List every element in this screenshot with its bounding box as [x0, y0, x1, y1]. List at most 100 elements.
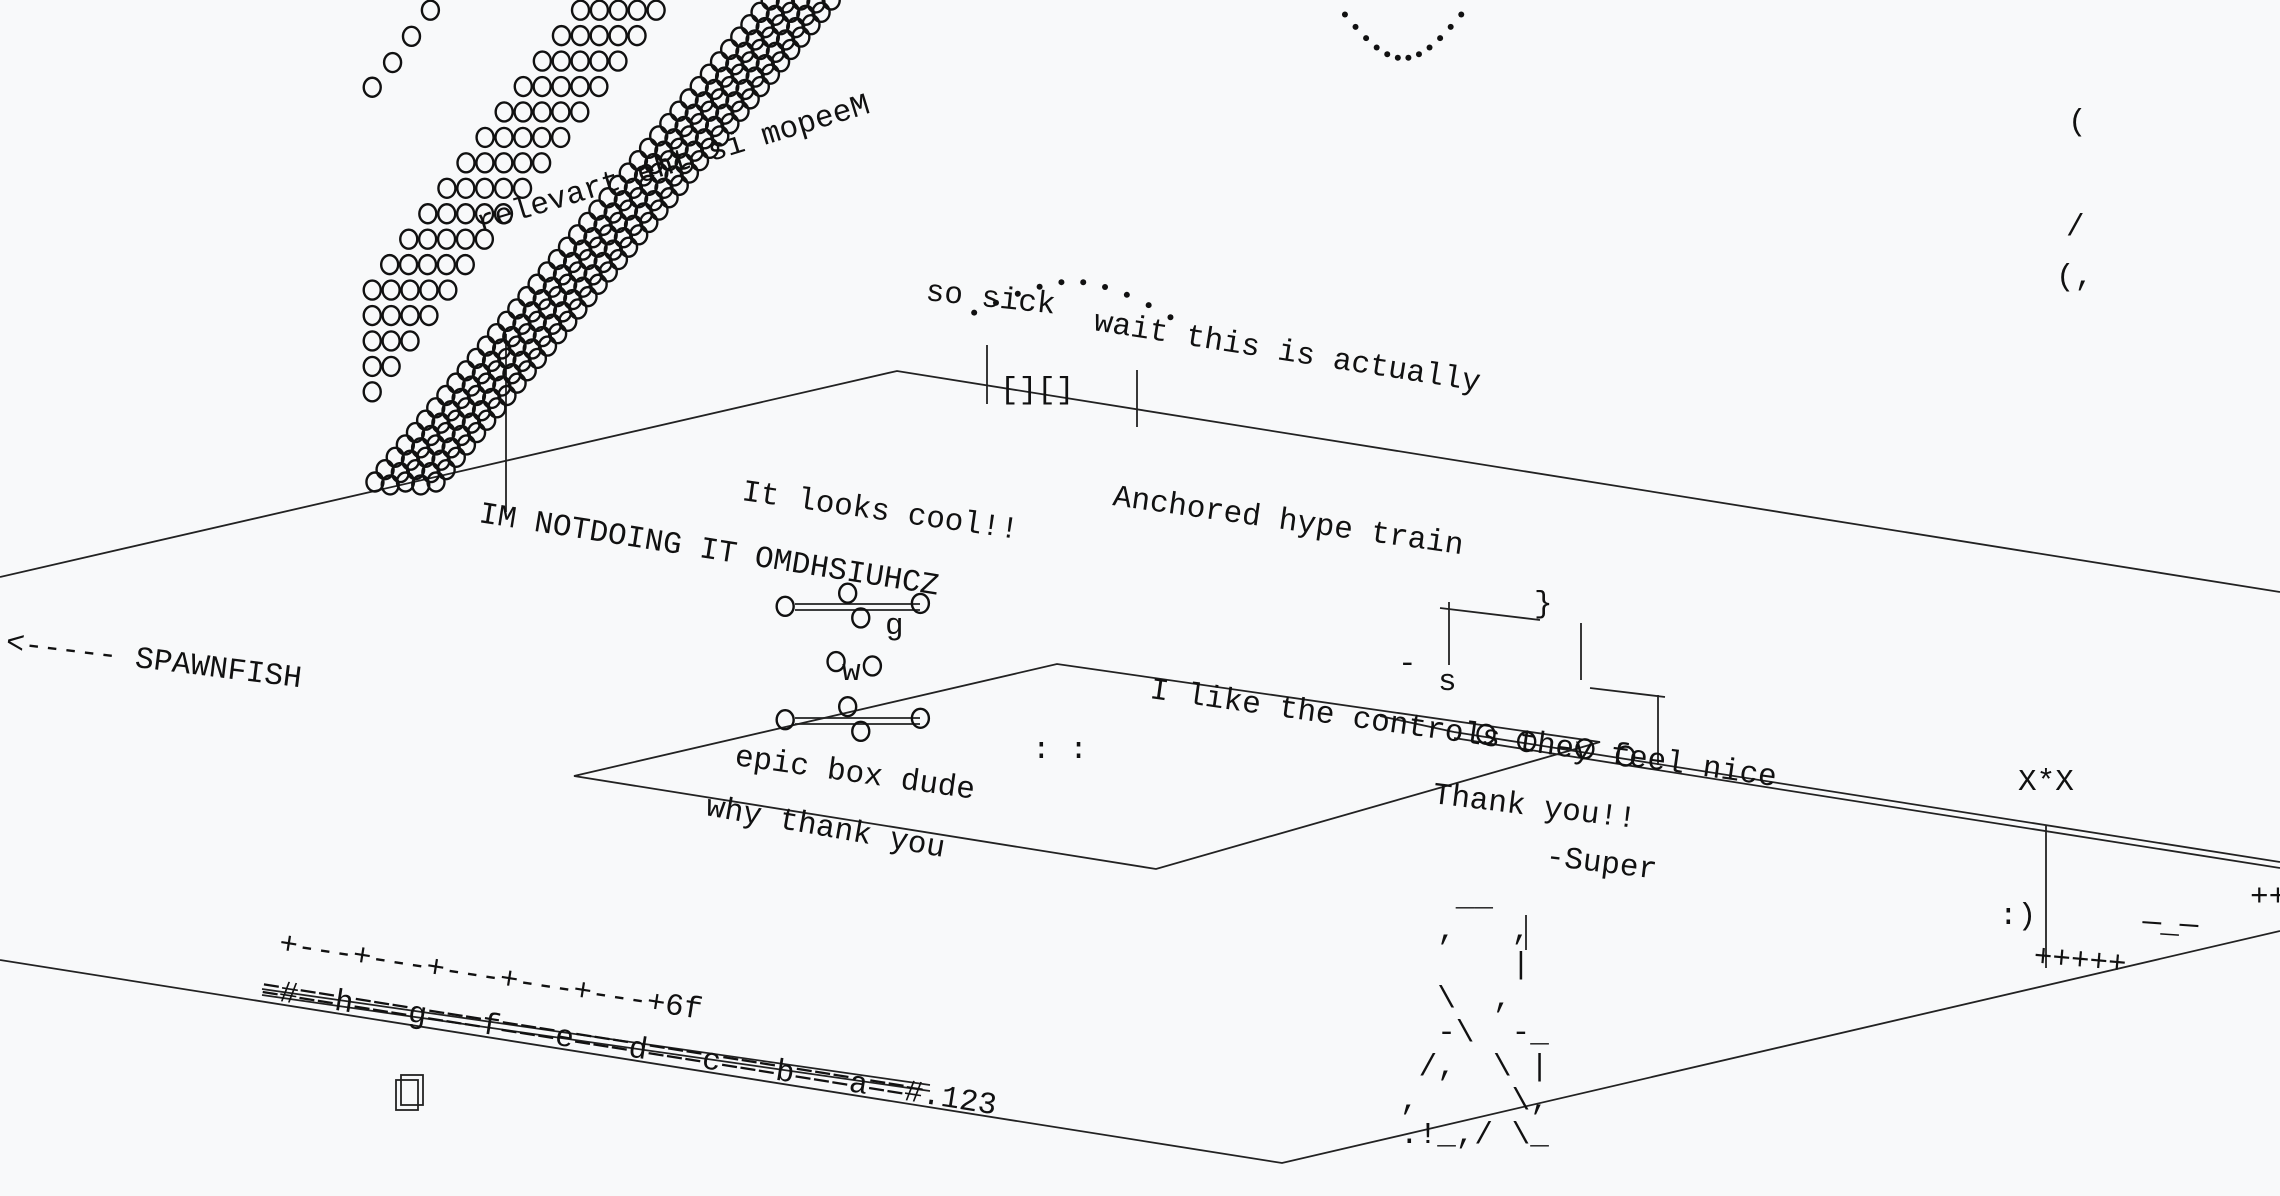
circle-particle	[669, 137, 689, 160]
circle-particle	[527, 347, 548, 370]
circle-particle	[474, 228, 495, 250]
circle-particle	[750, 38, 770, 61]
circle-particle	[493, 177, 514, 199]
dot	[1352, 23, 1359, 30]
circle-particle	[775, 595, 795, 618]
circle-particle	[791, 0, 811, 11]
circle-particle	[646, 0, 666, 21]
circle-particle	[507, 372, 527, 394]
msg-thank-you: Thank you!!	[1431, 778, 1638, 838]
circle-particle	[493, 203, 514, 225]
circle-particle	[570, 0, 591, 21]
circle-particle	[532, 101, 552, 123]
dot	[1341, 11, 1348, 18]
circle-particle	[476, 409, 497, 431]
circle-particle	[750, 1, 770, 24]
circle-particle	[589, 0, 610, 21]
circle-particle	[760, 26, 781, 48]
circle-particle	[401, 25, 422, 48]
circle-particle	[659, 112, 679, 135]
circle-particle	[851, 607, 871, 629]
msg-looks-cool: It looks cool!!	[740, 475, 1021, 548]
circle-particle	[466, 421, 487, 444]
msg-so-sick: so sick	[924, 275, 1057, 323]
circle-particle	[821, 0, 841, 11]
circle-particle	[568, 261, 588, 283]
msg-wait: wait this is actually	[1091, 305, 1482, 401]
circle-particle	[517, 360, 537, 382]
circle-particle	[627, 24, 647, 47]
circle-particle	[426, 397, 446, 419]
dash-row: —_—	[2140, 905, 2200, 944]
smiley: :)	[1999, 899, 2036, 934]
circle-particle	[486, 322, 507, 345]
floating-box	[795, 603, 920, 725]
dot	[1373, 44, 1380, 51]
circle-particle	[628, 149, 649, 172]
circle-particle	[551, 101, 571, 123]
circle-particle	[639, 174, 659, 197]
circle-particle	[513, 101, 533, 123]
circle-particle	[589, 50, 609, 72]
ascii-figure-line: , ,	[1400, 914, 1530, 949]
circle-particle	[589, 75, 609, 98]
circle-particle	[568, 298, 588, 320]
circle-particle	[551, 24, 572, 47]
circle-particle	[456, 177, 476, 199]
dot	[1014, 290, 1021, 297]
circle-particle	[486, 360, 507, 382]
circle-particle	[436, 384, 456, 407]
ascii-figure-line: , \,	[1400, 1084, 1549, 1119]
circle-particle	[719, 38, 740, 61]
circle-particle	[801, 14, 821, 36]
cube-icon	[395, 1074, 424, 1111]
dot	[1394, 54, 1401, 61]
slash: /	[2066, 210, 2085, 245]
ascii-figure-line: \ ,	[1400, 982, 1512, 1017]
dot	[1123, 291, 1130, 298]
circle-particle	[628, 224, 649, 246]
circle-particle	[780, 1, 801, 24]
circle-particle	[578, 211, 598, 234]
circle-particle	[570, 24, 591, 47]
circle-particle	[456, 360, 476, 382]
circle-particle	[639, 211, 659, 234]
circle-particle	[750, 75, 771, 98]
sign-brace: }	[1534, 587, 1553, 622]
circle-particle	[438, 279, 458, 301]
plus-right: ++	[2250, 880, 2280, 915]
circle-particle	[466, 384, 487, 407]
circle-particle	[405, 421, 426, 444]
circle-particle	[689, 112, 710, 135]
circle-particle	[474, 203, 495, 225]
circle-particle	[589, 24, 609, 47]
circle-particle	[862, 655, 883, 677]
circle-particle	[466, 347, 486, 370]
circle-particle	[689, 149, 710, 172]
circle-particle	[418, 203, 438, 225]
circle-particle	[709, 51, 730, 73]
circle-particle	[770, 51, 791, 73]
msg-anchored: Anchored hype train	[1111, 480, 1466, 564]
circle-particle	[1575, 738, 1595, 760]
circle-particle	[598, 261, 618, 283]
circle-particle	[659, 149, 679, 172]
ascii-figure-line: /, \ |	[1400, 1050, 1549, 1085]
circle-particle	[494, 101, 514, 123]
dot	[1167, 314, 1174, 321]
circle-particle	[362, 355, 382, 378]
box-w: w	[842, 655, 861, 690]
circle-particle	[659, 187, 679, 209]
circle-particle	[618, 199, 639, 221]
circle-particle	[608, 174, 628, 197]
circle-particle	[558, 310, 578, 333]
dot	[971, 309, 978, 316]
circle-particle	[420, 0, 441, 21]
circle-particle	[608, 248, 629, 271]
circle-particle	[570, 101, 590, 123]
circle-particle	[910, 707, 931, 729]
circle-particle	[446, 409, 466, 431]
circle-particle	[532, 50, 553, 72]
circle-particle	[709, 88, 730, 110]
